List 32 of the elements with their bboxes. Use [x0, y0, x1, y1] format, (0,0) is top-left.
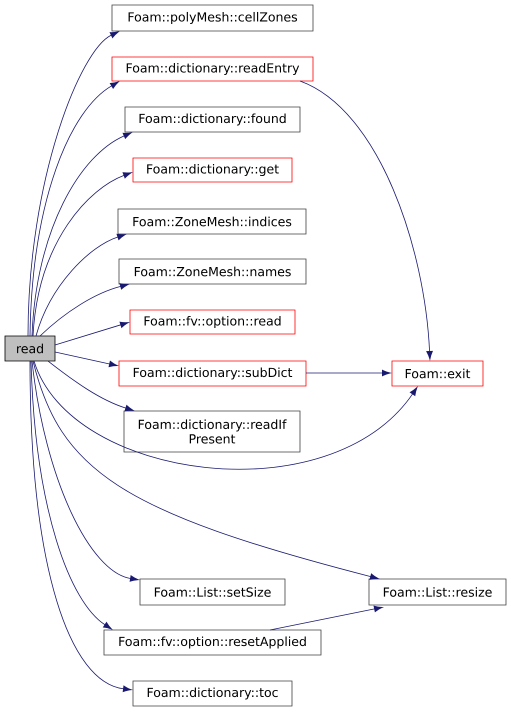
function-box: Foam::dictionary::found [124, 106, 300, 132]
arrow [306, 370, 391, 376]
function-box: Foam::fv::option::resetApplied [104, 630, 322, 656]
function-box: Foam::dictionary::subDict [118, 360, 306, 386]
arrow [32, 172, 132, 336]
arrow [300, 80, 433, 360]
arrow [30, 360, 132, 692]
function-box: Foam::ZoneMesh::names [118, 258, 306, 284]
arrow [30, 360, 112, 630]
arrow [30, 82, 119, 336]
function-box: Foam::List::setSize [140, 578, 286, 606]
function-box: Foam::dictionary::readIf Present [124, 410, 300, 452]
arrow [28, 31, 119, 336]
arrow [36, 234, 126, 336]
arrow [32, 132, 132, 336]
arrow [32, 360, 139, 582]
function-box: Foam::ZoneMesh::indices [118, 208, 306, 234]
arrow [40, 283, 129, 336]
function-box: Foam::dictionary::get [132, 158, 292, 182]
function-box: Foam::fv::option::read [130, 310, 296, 334]
function-box: Foam::polyMesh::cellZones [112, 4, 314, 32]
arrow [54, 352, 118, 368]
arrow [48, 360, 134, 412]
function-box: Foam::exit [392, 360, 484, 386]
function-box: Foam::dictionary::readEntry [112, 56, 314, 82]
function-box: Foam::List::resize [368, 578, 506, 606]
function-box: read [4, 336, 56, 362]
arrow [32, 360, 379, 580]
arrow [54, 322, 129, 346]
arrow [270, 606, 383, 630]
function-box: Foam::dictionary::toc [132, 680, 292, 706]
arrow [34, 360, 418, 470]
